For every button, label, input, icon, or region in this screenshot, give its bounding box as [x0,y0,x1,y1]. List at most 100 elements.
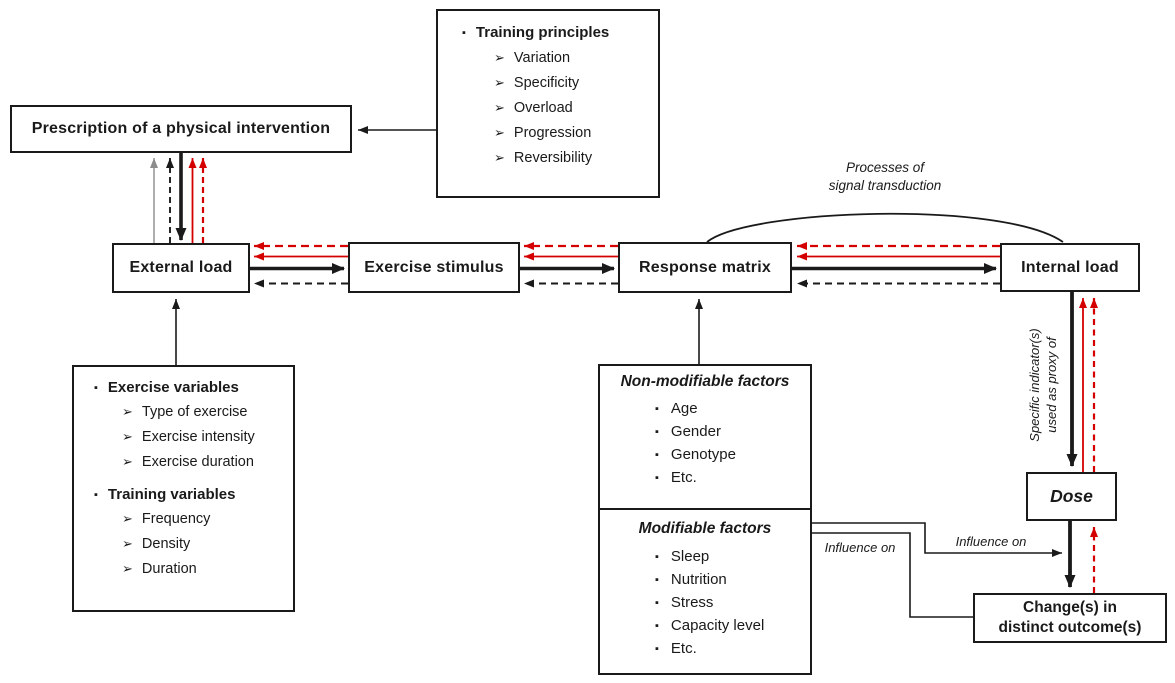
list-item: ➢ Exercise intensity [122,429,289,445]
list-item: ▪ Genotype [600,446,810,463]
chevron-bullet-icon: ➢ [122,511,133,526]
non-modifiable-section: Non-modifiable factors ▪Age ▪Gender ▪Gen… [600,366,810,508]
square-bullet-icon: ▪ [655,597,659,609]
chevron-bullet-icon: ➢ [122,561,133,576]
proxy-annotation: Specific indicator(s) used as proxy of [1026,305,1062,465]
chevron-bullet-icon: ➢ [122,429,133,444]
factor-item: Etc. [670,469,697,486]
arrow-outcomes-influence-on-factors [795,529,973,618]
list-item: ▪ Etc. [600,640,810,657]
dose-box: Dose [1026,472,1117,521]
outcomes-line1: Change(s) in [1023,598,1117,616]
chevron-bullet-icon: ➢ [494,50,505,65]
list-item: ➢Progression [494,125,652,141]
modifiable-title: Modifiable factors [638,520,772,537]
chevron-bullet-icon: ➢ [122,404,133,419]
variable-item: Exercise duration [141,454,254,470]
variables-box: ▪ Exercise variables ➢ Type of exercise ➢… [72,365,295,612]
list-item: ➢ Duration [122,561,289,577]
list-item: ▪ Age [600,400,810,417]
list-item: ▪Gender [600,423,810,440]
list-item: ➢ Overload [494,100,652,116]
variable-item: Frequency [141,511,211,527]
chevron-bullet-icon: ➢ [122,536,133,551]
prescription-label: Prescription of a physical intervention [31,120,331,137]
proxy-line1: Specific indicator(s) [1027,328,1042,442]
list-item: ➢Density [122,536,289,552]
training-principles-box: ▪ Training principles ➢ Variation ➢ Specif… [436,9,660,198]
square-bullet-icon: ▪ [655,574,659,586]
outcomes-line2: distinct outcome(s) [998,619,1142,636]
principle-item: Overload [513,100,573,116]
signal-transduction-line1: Processes of [845,160,925,175]
factor-item: Genotype [670,446,736,463]
proxy-line2: used as proxy of [1044,337,1060,433]
non-modifiable-title: Non-modifiable factors [620,373,790,390]
external-load-box: External load [112,243,250,293]
factor-item: Sleep [670,548,710,565]
chevron-bullet-icon: ➢ [494,150,505,165]
signal-transduction-annotation: Processes of signal transduction [790,159,980,195]
square-bullet-icon: ▪ [462,27,466,39]
list-item: ▪ Capacity level [600,617,810,634]
exercise-variables-title: Exercise variables [107,379,239,396]
square-bullet-icon: ▪ [655,620,659,632]
signal-transduction-arc [706,212,1064,243]
principle-item: Variation [513,50,571,66]
list-item: ➢ Variation [494,50,652,66]
list-item: ▪ Nutrition [600,571,810,588]
outcomes-label: Change(s) in distinct outcome(s) [999,598,1142,638]
response-matrix-box: Response matrix [618,242,792,293]
training-principles-title-row: ▪ Training principles [462,24,652,41]
dose-label: Dose [1050,486,1093,506]
signal-transduction-line2: signal transduction [828,177,942,193]
internal-load-label: Internal load [1021,258,1119,276]
modifiable-section: Modifiable factors ▪ Sleep ▪ Nutrition ▪ St… [600,508,810,657]
factor-item: Etc. [670,640,697,657]
influence-on-right-label: Influence on [955,534,1027,549]
square-bullet-icon: ▪ [655,449,659,461]
square-bullet-icon: ▪ [655,551,659,563]
list-item: ▪ Etc. [600,469,810,486]
prescription-box: Prescription of a physical intervention [10,105,352,153]
chevron-bullet-icon: ➢ [494,75,505,90]
chevron-bullet-icon: ➢ [494,100,505,115]
square-bullet-icon: ▪ [94,489,98,501]
variable-item: Exercise intensity [141,429,255,445]
square-bullet-icon: ▪ [655,643,659,655]
exercise-stimulus-box: Exercise stimulus [348,242,520,293]
list-item: ➢ Exercise duration [122,454,289,470]
training-principles-title: Training principles [475,24,610,41]
response-matrix-label: Response matrix [639,258,771,276]
factor-item: Gender [670,423,721,440]
principle-item: Specificity [513,75,580,91]
factor-item: Nutrition [670,571,727,588]
variable-item: Type of exercise [141,404,248,420]
principle-item: Reversibility [513,150,593,166]
chevron-bullet-icon: ➢ [122,454,133,469]
factor-item: Capacity level [670,617,765,634]
external-load-label: External load [129,259,233,276]
influence-on-left-label: Influence on [824,540,896,555]
arrow-factors-influence-on-dose-outcome [812,522,1062,557]
list-item: ➢ Specificity [494,75,652,91]
outcomes-box: Change(s) in distinct outcome(s) [973,593,1167,643]
square-bullet-icon: ▪ [94,382,98,394]
internal-load-box: Internal load [1000,243,1140,292]
list-item: ▪ Sleep [600,548,810,565]
square-bullet-icon: ▪ [655,403,659,415]
list-item: ➢ Frequency [122,511,289,527]
chevron-bullet-icon: ➢ [494,125,505,140]
square-bullet-icon: ▪ [655,472,659,484]
exercise-variables-title-row: ▪ Exercise variables [94,379,289,396]
training-variables-title: Training variables [107,486,236,503]
factor-item: Age [670,400,698,417]
variable-item: Duration [141,561,197,577]
list-item: ▪ Stress [600,594,810,611]
list-item: ➢ Reversibility [494,150,652,166]
training-variables-title-row: ▪ Training variables [94,486,289,503]
factor-item: Stress [670,594,714,611]
exercise-stimulus-label: Exercise stimulus [364,258,504,276]
